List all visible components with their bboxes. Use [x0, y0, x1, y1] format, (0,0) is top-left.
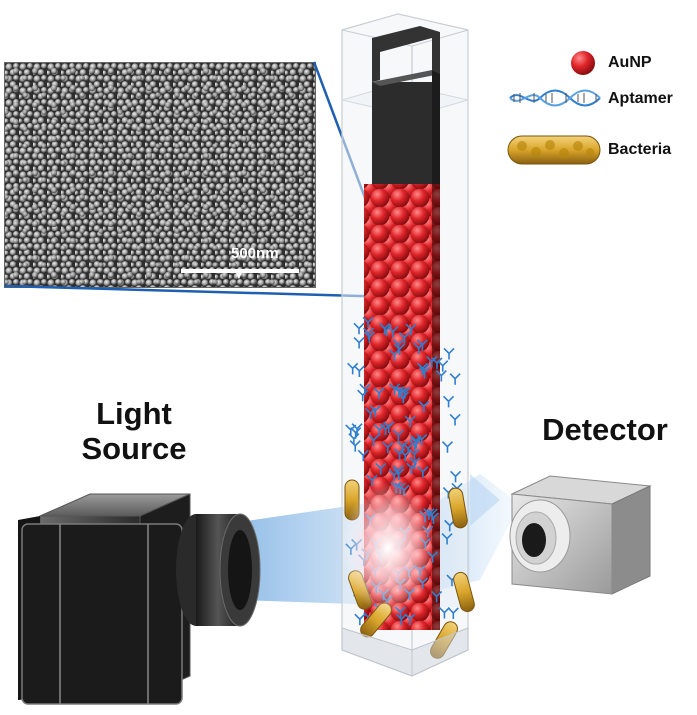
bacterium [448, 487, 468, 529]
aptamer-mark [362, 316, 374, 329]
cuvette [341, 13, 475, 677]
aptamer-mark [410, 435, 422, 447]
aptamer-mark [426, 355, 438, 368]
aptamer-mark [441, 441, 454, 453]
aptamer-mark [353, 365, 365, 377]
aptamer-mark [435, 369, 447, 382]
aptamer-mark [438, 606, 450, 619]
aptamer-mark [431, 357, 443, 369]
aptamer-mark [426, 508, 438, 521]
scale-bar-label: 500nm [231, 245, 279, 262]
detector-label: Detector [542, 412, 668, 447]
aptamer-mark [366, 474, 378, 487]
aptamer-mark [397, 391, 409, 404]
aptamer-mark [348, 433, 360, 445]
legend-label-aptamer: Aptamer [608, 90, 673, 107]
aptamer-mark [449, 470, 462, 483]
aptamer-mark [392, 429, 404, 442]
legend-label-bacteria: Bacteria [608, 141, 672, 158]
bacteria-icon [507, 135, 601, 165]
aptamer-mark [353, 322, 365, 335]
aptamer-mark [431, 590, 443, 603]
aptamer-mark [409, 457, 421, 469]
light-source-label: Light Source [64, 396, 204, 466]
aptamer-dna-icon [509, 89, 601, 107]
aptamer-mark [399, 449, 411, 462]
legend [507, 51, 601, 165]
detector-device [509, 475, 652, 595]
aptamer-mark [398, 332, 410, 344]
aptamer-mark [449, 413, 461, 426]
aptamer-mark [397, 440, 409, 453]
aptamer-mark [357, 449, 369, 462]
aptamer-mark [443, 395, 455, 408]
aptamer-mark [354, 613, 366, 626]
aptamer-mark [373, 424, 386, 436]
aptamer-mark [449, 373, 461, 385]
scattering-glow [342, 482, 434, 614]
aptamer-mark [392, 339, 404, 351]
legend-label-aunp: AuNP [608, 54, 652, 71]
aptamer-mark [418, 367, 431, 379]
aptamer-mark [368, 434, 380, 447]
aptamer-mark [353, 336, 365, 349]
aptamer-mark [373, 387, 385, 400]
aptamer-mark [388, 383, 401, 395]
aptamer-mark [441, 532, 453, 545]
aptamer-mark [349, 440, 361, 452]
aptamer-mark [387, 326, 399, 338]
sem-inset: 500nm [4, 62, 316, 288]
aptamer-mark [404, 415, 416, 428]
aptamer-mark [375, 462, 387, 475]
aptamer-mark [362, 327, 375, 340]
bacterium [453, 571, 475, 613]
aptamer-mark [443, 347, 455, 360]
aptamer-mark [359, 383, 371, 396]
aptamer-mark [382, 441, 394, 454]
aptamer-mark [417, 466, 429, 478]
scale-bar [181, 269, 299, 273]
aptamer-mark [408, 448, 421, 461]
sem-texture [5, 63, 315, 287]
aptamer-mark [364, 407, 377, 420]
aptamer-mark [388, 469, 400, 481]
beam-arrow-icon [470, 474, 500, 526]
aptamer-mark [413, 342, 425, 354]
aptamer-mark [395, 613, 407, 626]
aptamer-mark [405, 323, 417, 336]
aptamer-mark [418, 400, 430, 413]
light-source-label-line1: Light [96, 396, 172, 431]
light-source-label-line2: Source [81, 431, 187, 466]
gold-nanoparticle-icon [571, 51, 595, 75]
light-source-device [18, 493, 261, 705]
